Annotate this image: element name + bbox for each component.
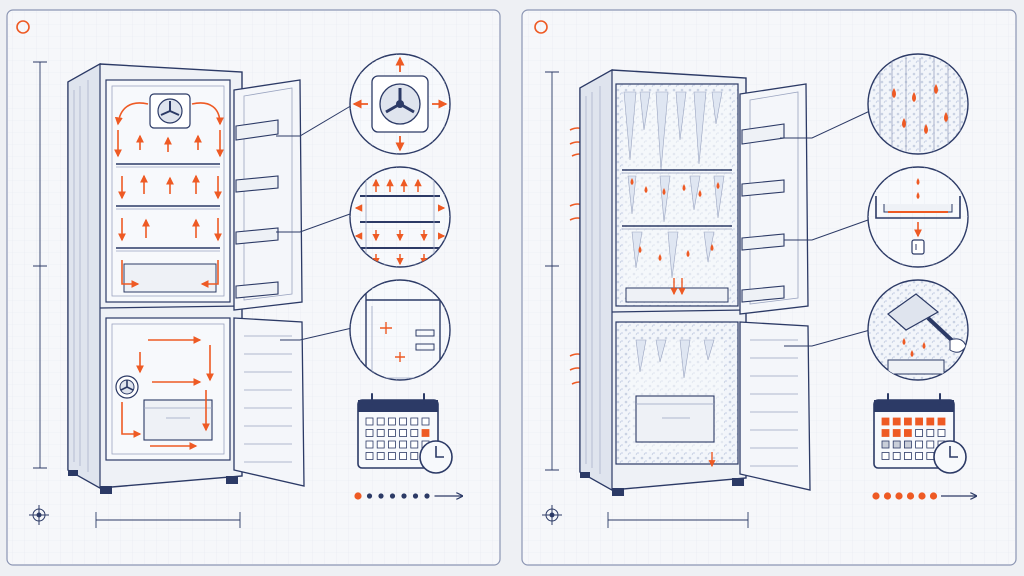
timeline-dot [895,492,903,500]
calendar-day-highlighted [892,417,901,426]
calendar-icon [873,393,955,469]
calendar-day-highlighted [881,417,890,426]
fan-unit-icon [149,93,191,129]
width-dimension [607,512,749,528]
detail-dry-interior [349,279,451,381]
timeline-dot [918,492,926,500]
calendar-day-highlighted [421,429,430,437]
width-dimension [95,512,241,528]
calendar-day-highlighted [881,429,890,437]
crisper-drawer [123,263,217,293]
calendar-day [937,429,946,437]
detail-fan-airflow [349,53,451,155]
calendar-icon [357,393,439,469]
calendar-day [410,452,419,460]
calendar-day [904,440,912,449]
timeline-dot [883,492,892,500]
calendar-day [376,429,385,437]
freezer-drawer [143,399,213,441]
calendar-day-highlighted [892,429,901,437]
timeline-dot [872,492,880,500]
calendar-day [376,417,385,426]
calendar-day [926,429,935,437]
fridge-right [579,68,747,496]
calendar-day [892,440,901,449]
door-upper-left [233,79,303,311]
leader-lines [780,109,873,347]
calendar-day-highlighted [915,417,923,426]
calendar-day [915,452,923,460]
door-upper-right [739,83,809,315]
water-drips [630,178,720,261]
calendar-day [410,429,419,437]
calendar-day [387,440,396,449]
calendar-day [915,440,923,449]
panel-frost-free [6,9,501,566]
calendar-day [399,440,408,449]
detail-ice-scraper [867,279,969,381]
calendar-day [926,440,935,449]
calendar-day [365,440,374,449]
calendar-day-highlighted [904,417,912,426]
calendar-day [904,452,912,460]
clock-icon [419,440,453,474]
icicles [623,91,725,279]
timeline [354,492,462,500]
calendar-day [421,417,430,426]
calendar-day [892,452,901,460]
calendar-day-highlighted [926,417,935,426]
calendar-day [399,429,408,437]
door-lower-left [233,317,305,487]
calendar-day [399,452,408,460]
timeline-dot [424,493,430,499]
timeline-dot [354,492,362,500]
airflow-arrows [114,102,224,450]
calendar-day [410,417,419,426]
height-dimension [33,61,47,469]
target-icon [542,505,562,525]
door-lower-right [739,321,811,491]
calendar-day [881,452,890,460]
calendar-day [376,452,385,460]
timeline-dot [906,492,915,500]
calendar-day [365,452,374,460]
calendar-day [387,452,396,460]
calendar-day [365,417,374,426]
calendar-day [926,452,935,460]
detail-frost-drip [867,53,969,155]
calendar-day [365,429,374,437]
timeline-dot [929,492,938,500]
timeline-dot [378,493,384,499]
calendar-day [399,417,408,426]
calendar-day [387,429,396,437]
calendar-day [387,417,396,426]
shelves [116,163,220,249]
detail-shelves-airflow [349,166,451,268]
timeline-dot [412,493,419,499]
height-dimension [545,71,559,471]
calendar-day [410,440,419,449]
timeline-dot [401,493,407,499]
calendar-day-highlighted [904,429,912,437]
calendar-day [915,429,923,437]
calendar-day-highlighted [937,417,946,426]
corner-marker-icon [534,20,548,34]
calendar-day [376,440,385,449]
detail-drain-trough [867,166,969,268]
calendar-day [881,440,890,449]
timeline [872,492,976,500]
corner-marker-icon [16,20,30,34]
target-icon [29,505,49,525]
timeline-dot [366,493,373,499]
timeline-dot [389,493,396,499]
freezer-fan-icon [115,375,139,399]
fridge-left [67,62,243,494]
clock-icon [933,440,967,474]
leader-lines [276,103,355,341]
panel-manual-defrost [521,9,1017,566]
freezer-drawer [635,395,715,443]
